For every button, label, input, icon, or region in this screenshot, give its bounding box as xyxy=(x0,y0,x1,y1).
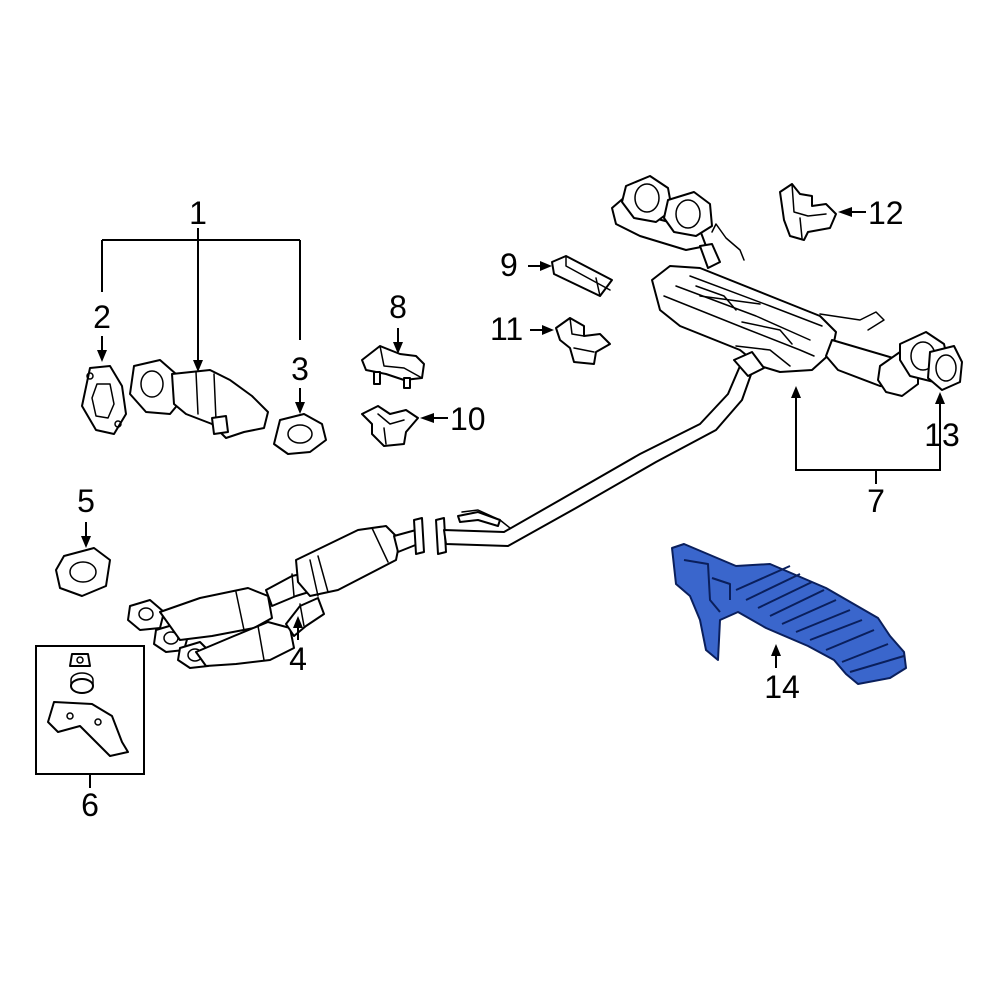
part-6-hanger-kit[interactable] xyxy=(35,645,145,775)
callout-4-leader xyxy=(293,616,303,640)
callout-11-leader xyxy=(530,325,554,335)
part-5-gasket[interactable] xyxy=(55,547,111,597)
callout-4: 4 xyxy=(289,641,307,677)
part-9-pad[interactable] xyxy=(551,255,613,297)
part-8-bracket[interactable] xyxy=(361,345,425,389)
callout-13: 13 xyxy=(924,417,960,453)
callout-1: 1 xyxy=(189,195,207,231)
callout-12-leader xyxy=(838,207,866,217)
callout-5: 5 xyxy=(77,483,95,519)
callout-8-leader xyxy=(393,328,403,354)
callout-10: 10 xyxy=(450,401,486,437)
callout-10-leader xyxy=(420,413,448,423)
part-2-gasket[interactable] xyxy=(81,365,127,435)
callout-11: 11 xyxy=(490,311,523,347)
callout-7: 7 xyxy=(867,483,885,519)
callout-6: 6 xyxy=(81,787,99,823)
callout-3-leader xyxy=(295,388,305,414)
part-4-front-pipe[interactable] xyxy=(127,517,425,669)
part-14-heat-shield[interactable] xyxy=(671,543,907,685)
callout-8: 8 xyxy=(389,289,407,325)
callout-14: 14 xyxy=(764,669,800,705)
part-12-bracket[interactable] xyxy=(779,183,837,241)
callout-1-leader xyxy=(101,228,301,372)
part-7-rear-muffler[interactable] xyxy=(611,175,963,397)
callout-12: 12 xyxy=(868,195,904,231)
callout-2: 2 xyxy=(93,299,111,335)
part-1-manifold-converter[interactable] xyxy=(129,359,269,439)
intermediate-pipe[interactable] xyxy=(435,365,755,555)
part-11-bracket[interactable] xyxy=(555,317,611,365)
callout-9-leader xyxy=(528,261,552,271)
callout-3: 3 xyxy=(291,351,309,387)
callout-14-leader xyxy=(771,644,781,668)
callout-2-leader xyxy=(97,336,107,362)
part-3-gasket[interactable] xyxy=(273,413,327,455)
part-10-bracket[interactable] xyxy=(361,405,419,447)
callout-5-leader xyxy=(81,522,91,548)
callout-9: 9 xyxy=(500,247,518,283)
callout-7-leader xyxy=(791,386,945,484)
